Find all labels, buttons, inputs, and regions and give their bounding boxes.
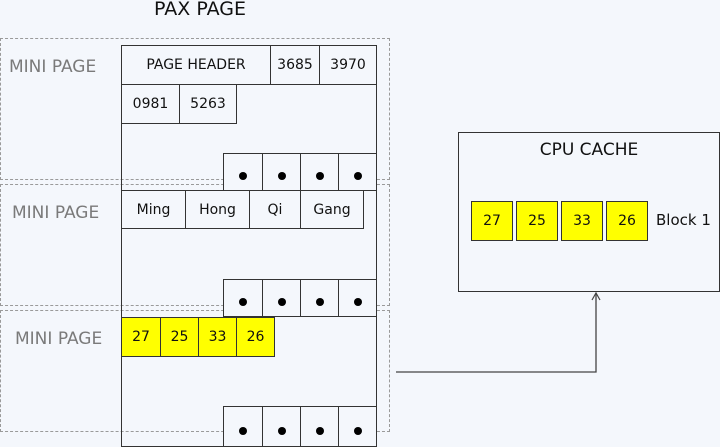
block-label: Block 1 bbox=[656, 211, 711, 229]
pointer-dot-icon bbox=[239, 298, 247, 306]
age-cell: 27 bbox=[121, 317, 161, 357]
pointer-dot-icon bbox=[315, 172, 324, 180]
pointer-slot bbox=[300, 153, 339, 191]
pointer-dot-icon bbox=[277, 172, 286, 180]
pointer-dot-icon bbox=[277, 298, 286, 306]
mini-page-label-3: MINI PAGE bbox=[15, 329, 103, 349]
cpu-cache-title: CPU CACHE bbox=[539, 140, 639, 160]
pointer-slot bbox=[223, 406, 263, 447]
arrow-line bbox=[396, 293, 597, 373]
value-cell: 5263 bbox=[179, 84, 237, 124]
pointer-dot-icon bbox=[315, 426, 324, 435]
diagram-title: PAX PAGE bbox=[154, 0, 246, 20]
age-cell: 26 bbox=[236, 317, 275, 357]
pointer-dot-icon bbox=[353, 426, 362, 435]
pointer-slot bbox=[300, 279, 339, 317]
pointer-slot bbox=[262, 406, 301, 447]
pointer-slot bbox=[338, 279, 377, 317]
pointer-dot-icon bbox=[239, 172, 247, 180]
mini-page-region-3 bbox=[0, 310, 390, 432]
mini-page-label-2: MINI PAGE bbox=[12, 203, 100, 223]
mini-page-region-2 bbox=[0, 184, 390, 306]
pointer-dot-icon bbox=[353, 172, 362, 180]
name-cell: Gang bbox=[300, 190, 364, 229]
age-cell: 33 bbox=[198, 317, 237, 357]
cache-cell: 25 bbox=[516, 201, 558, 241]
pointer-dot-icon bbox=[353, 298, 362, 306]
cache-cell: 27 bbox=[471, 201, 513, 241]
pointer-dot-icon bbox=[315, 298, 324, 306]
value-cell: 0981 bbox=[121, 84, 180, 124]
pointer-dot-icon bbox=[277, 426, 286, 435]
pointer-slot bbox=[262, 279, 301, 317]
mini-page-label-1: MINI PAGE bbox=[9, 57, 97, 77]
cache-cell: 26 bbox=[606, 201, 648, 241]
name-cell: Qi bbox=[249, 190, 301, 229]
arrow-head-icon bbox=[591, 291, 601, 301]
age-cell: 25 bbox=[160, 317, 199, 357]
cache-cell: 33 bbox=[561, 201, 603, 241]
page-header-cell: PAGE HEADER bbox=[121, 45, 271, 85]
mini-page-region-1 bbox=[0, 38, 390, 180]
header-value-cell: 3970 bbox=[319, 45, 377, 85]
pointer-dot-icon bbox=[239, 426, 247, 435]
